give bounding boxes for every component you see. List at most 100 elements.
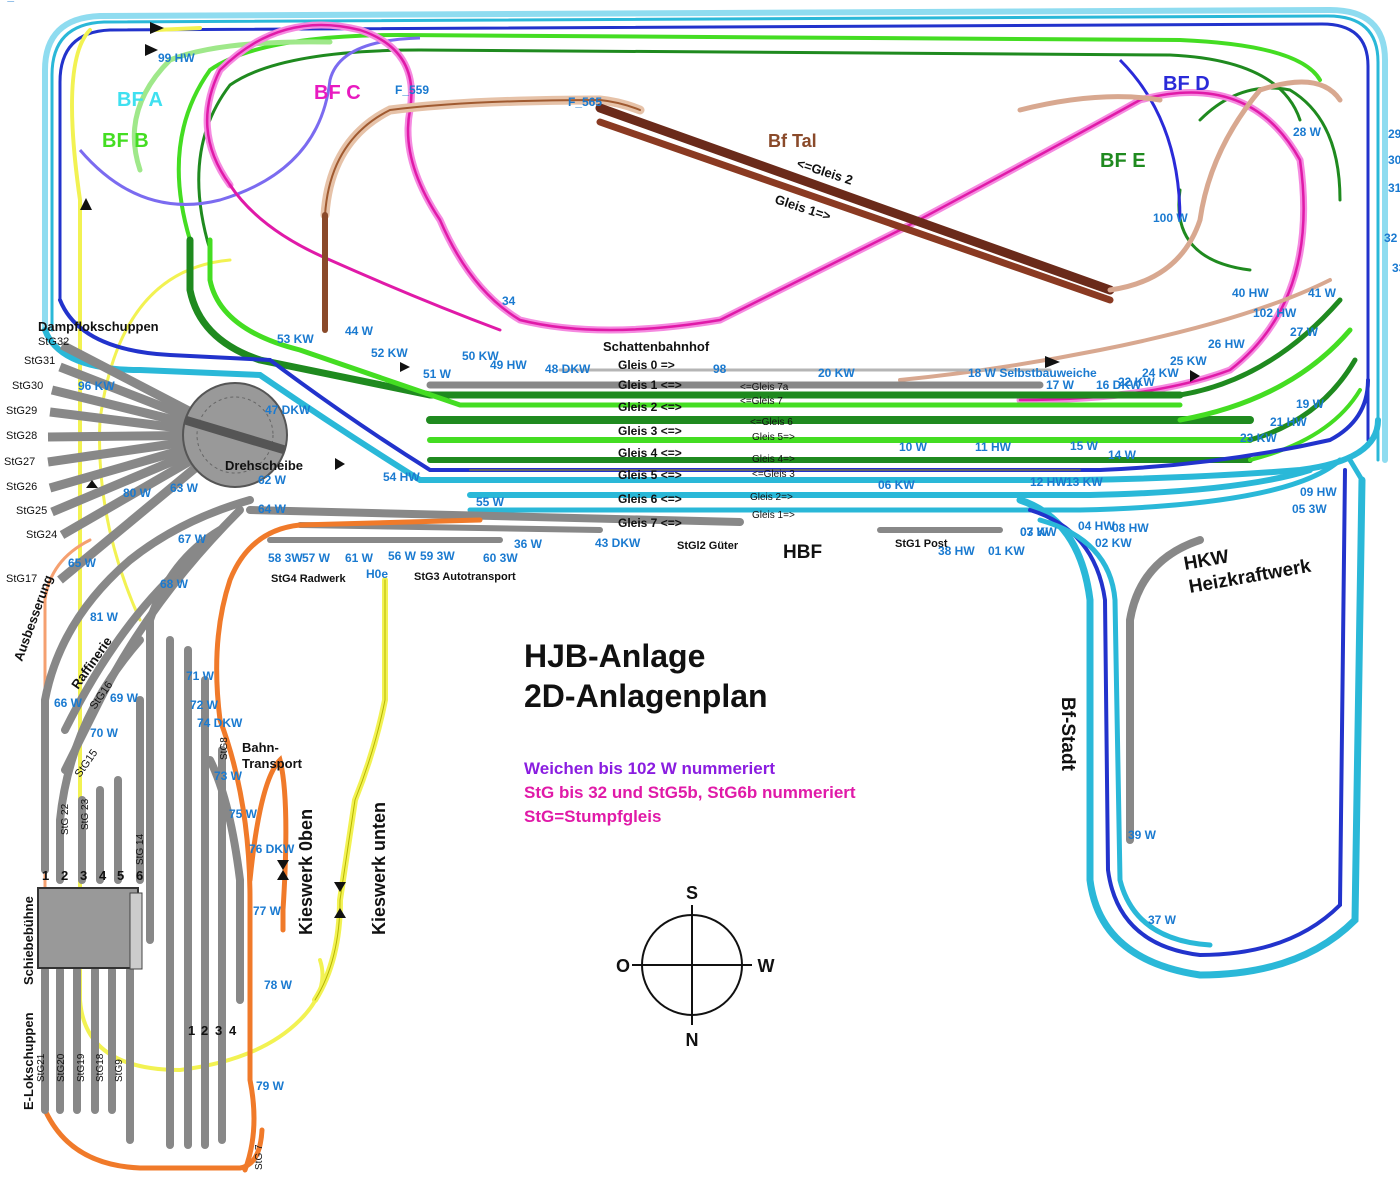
legend-line-3: StG=Stumpfgleis bbox=[524, 807, 661, 826]
switch-label: 26 HW bbox=[1208, 337, 1245, 351]
stg-left-5: StG27 bbox=[4, 456, 35, 468]
label-kieswerk-oben: Kieswerk 0ben bbox=[296, 809, 316, 935]
switch-label: 53 KW bbox=[277, 332, 314, 346]
switch-label: F_559 bbox=[395, 83, 429, 97]
siding-number-2: 2 bbox=[201, 1023, 208, 1038]
compass-west: O bbox=[616, 956, 630, 976]
switch-label: 16 DKW bbox=[1096, 378, 1142, 392]
switch-label: 99 HW bbox=[158, 51, 195, 65]
switch-label: 08 HW bbox=[1112, 521, 1149, 535]
switch-label: 02 KW bbox=[1095, 536, 1132, 550]
switch-label: 81 W bbox=[90, 610, 119, 624]
stg-bottom-5: StG 22 bbox=[60, 803, 71, 835]
station-bftal: Bf Tal bbox=[768, 131, 817, 151]
switch-label: 67 W bbox=[178, 532, 207, 546]
switch-label: 31 bbox=[1388, 181, 1400, 195]
compass-east: W bbox=[758, 956, 775, 976]
switch-label: 07 KW bbox=[1020, 525, 1057, 539]
station-bfb: BF B bbox=[102, 130, 149, 152]
switch-label: 70 W bbox=[90, 726, 119, 740]
switch-label: 15 W bbox=[1070, 439, 1099, 453]
stg-bottom-6: StG 23 bbox=[80, 798, 91, 830]
switch-label: 40 HW bbox=[1232, 286, 1269, 300]
switch-label: 58 3W bbox=[268, 551, 303, 565]
pink-loop-bfc bbox=[203, 21, 1308, 404]
track-number-4: 4 bbox=[99, 868, 107, 883]
track-label-4: Gleis 4=> bbox=[752, 454, 795, 465]
stg-left-4: StG28 bbox=[6, 430, 37, 442]
switch-label: 72 W bbox=[190, 698, 219, 712]
stg-left-6: StG26 bbox=[6, 481, 37, 493]
label-ausbesserung: Ausbesserung bbox=[11, 573, 56, 663]
switch-label: 55 W bbox=[476, 495, 505, 509]
switch-label: 47 DKW bbox=[265, 403, 311, 417]
left-yard-tracks bbox=[41, 496, 254, 1149]
switch-label: 25 KW bbox=[1170, 354, 1207, 368]
switch-label: 33 bbox=[1392, 261, 1400, 275]
switch-label: 64 W bbox=[258, 502, 287, 516]
switch-label: 20 KW bbox=[818, 366, 855, 380]
switch-label: 41 W bbox=[1308, 286, 1337, 300]
legend-line-1: Weichen bis 102 W nummeriert bbox=[524, 759, 775, 778]
stg-bottom-0: StG21 bbox=[36, 1053, 47, 1082]
track-label-gleis1: Gleis 1 <=> bbox=[618, 378, 682, 392]
track-label-gleis6: Gleis 6 <=> bbox=[618, 492, 682, 506]
stg-left-1: StG31 bbox=[24, 355, 55, 367]
switch-label: 18 W Selbstbauweiche bbox=[968, 366, 1097, 380]
switch-label: F_561 bbox=[0, 0, 34, 3]
label-dampflokschuppen: Dampflokschuppen bbox=[38, 319, 159, 334]
track-label-gleis5: Gleis 5 <=> bbox=[618, 468, 682, 482]
switch-label: 21 HW bbox=[1270, 415, 1307, 429]
track-label-gleis3: Gleis 3 <=> bbox=[618, 424, 682, 438]
station-hbf: HBF bbox=[783, 542, 822, 563]
stg-left-7: StG25 bbox=[16, 505, 47, 517]
switch-label: 73 W bbox=[214, 769, 243, 783]
switch-label: 65 W bbox=[68, 556, 97, 570]
switch-label: 62 W bbox=[258, 473, 287, 487]
switch-label: 11 HW bbox=[975, 440, 1012, 454]
siding-number-1: 1 bbox=[188, 1023, 195, 1038]
switch-label: 44 W bbox=[345, 324, 374, 338]
stg-left-3: StG29 bbox=[6, 405, 37, 417]
switch-label: 12 HW bbox=[1030, 475, 1067, 489]
switch-label: 05 3W bbox=[1292, 502, 1327, 516]
direction-arrows bbox=[80, 22, 1200, 918]
label-kieswerk-unten: Kieswerk unten bbox=[369, 802, 389, 935]
track-label-6: <=Gleis 6 bbox=[750, 417, 793, 428]
siding-number-4: 4 bbox=[229, 1023, 237, 1038]
legend-line-2: StG bis 32 und StG5b, StG6b nummeriert bbox=[524, 783, 856, 802]
stg-bottom-2: StG19 bbox=[76, 1053, 87, 1082]
label-stg3-autotransport: StG3 Autotransport bbox=[414, 571, 516, 583]
switch-label: 14 W bbox=[1108, 448, 1137, 462]
bf-stadt-loop bbox=[1016, 457, 1366, 979]
switch-label: 71 W bbox=[186, 669, 215, 683]
station-bfstadt: Bf-Stadt bbox=[1057, 697, 1078, 772]
switch-label: F_565 bbox=[568, 95, 602, 109]
switch-label: 60 3W bbox=[483, 551, 518, 565]
switch-label: 69 W bbox=[110, 691, 139, 705]
stg-bottom-9: StG8 bbox=[219, 737, 230, 760]
switch-label: 68 W bbox=[160, 577, 189, 591]
stg-bottom-labels: StG21 StG20 StG19 StG18 StG9 StG 22 StG … bbox=[36, 737, 265, 1170]
switch-label: 38 HW bbox=[938, 544, 975, 558]
switch-label: 75 W bbox=[229, 807, 258, 821]
switch-label: 51 W bbox=[423, 367, 452, 381]
track-number-3: 3 bbox=[80, 868, 87, 883]
switch-label: 23 KW bbox=[1240, 431, 1277, 445]
switch-label: 13 KW bbox=[1066, 475, 1103, 489]
stg-bottom-4: StG9 bbox=[114, 1059, 125, 1082]
switch-label: 59 3W bbox=[420, 549, 455, 563]
track-label-7a: <=Gleis 7a bbox=[740, 382, 789, 393]
switch-label: 39 W bbox=[1128, 828, 1157, 842]
switch-label: 34 bbox=[502, 294, 516, 308]
switch-label: 96 KW bbox=[78, 379, 115, 393]
station-bfe: BF E bbox=[1100, 150, 1146, 172]
track-label-2: Gleis 2=> bbox=[750, 492, 793, 503]
label-stgl2-gueter: StGl2 Güter bbox=[677, 540, 739, 552]
switch-label: 57 W bbox=[302, 551, 331, 565]
track-number-6: 6 bbox=[136, 868, 143, 883]
track-label-3: <=Gleis 3 bbox=[752, 469, 795, 480]
switch-label: 98 bbox=[713, 362, 727, 376]
switch-label: 102 HW bbox=[1253, 306, 1297, 320]
switch-label: 79 W bbox=[256, 1079, 285, 1093]
